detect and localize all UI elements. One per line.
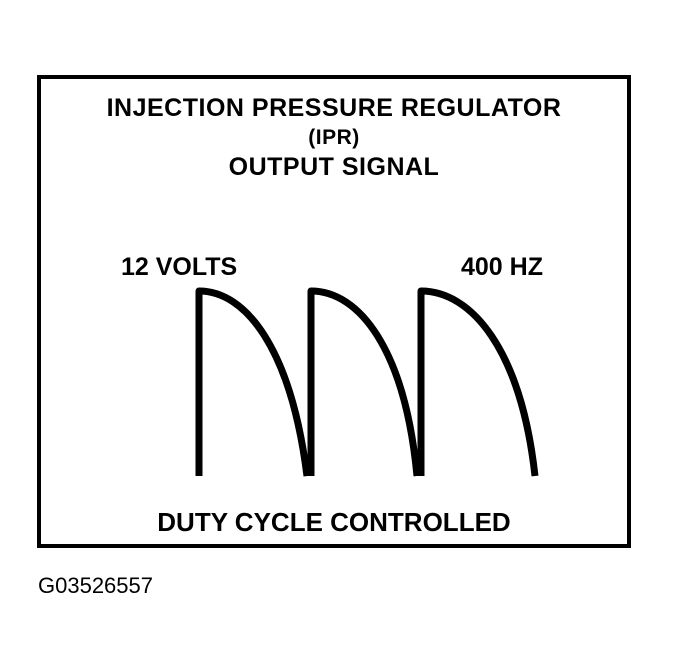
pulse-2	[307, 287, 421, 477]
diagram-frame: INJECTION PRESSURE REGULATOR (IPR) OUTPU…	[37, 75, 631, 548]
voltage-label: 12 VOLTS	[121, 253, 238, 281]
pulse-1	[195, 287, 311, 477]
title-line-2: (IPR)	[308, 126, 360, 149]
output-signal-waveform	[195, 287, 539, 477]
figure-id: G03526557	[38, 573, 153, 598]
title-line-3: OUTPUT SIGNAL	[228, 153, 440, 181]
frequency-label: 400 HZ	[461, 253, 543, 281]
duty-cycle-caption: DUTY CYCLE CONTROLLED	[157, 507, 511, 537]
title-line-1: INJECTION PRESSURE REGULATOR	[106, 94, 562, 122]
pulse-3	[417, 287, 539, 477]
